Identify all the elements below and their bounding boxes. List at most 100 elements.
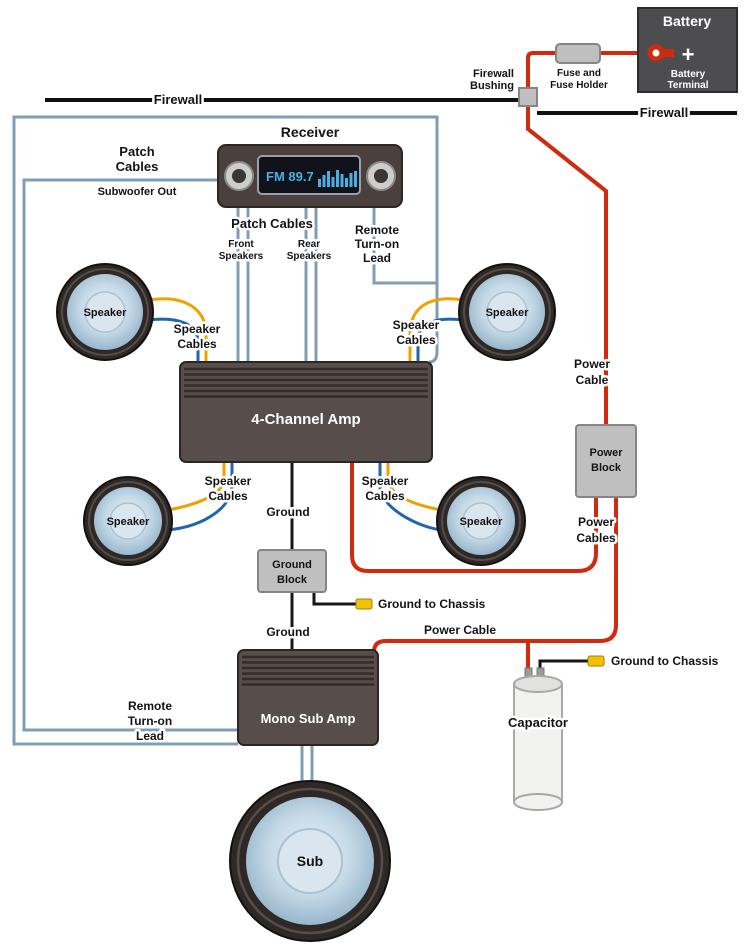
front-speakers-label-2: Speakers: [219, 251, 264, 262]
rear-speakers-label-1: Rear: [298, 239, 320, 250]
power-cable-label-1: Power: [574, 357, 610, 371]
ground-block-label-2: Block: [277, 574, 308, 586]
speaker-rear-left: Speaker: [83, 476, 173, 566]
receiver-label: Receiver: [281, 124, 340, 140]
ground-block-label-1: Ground: [272, 559, 312, 571]
ground-block-body: [257, 549, 327, 593]
ground-block: Ground Block: [257, 549, 327, 593]
display-frequency: FM 89.7: [266, 169, 314, 184]
remote-lead-top-label-3: Lead: [363, 251, 391, 265]
power-block-body: [575, 424, 637, 498]
sub-cap: [277, 828, 343, 894]
ground-to-chassis-wire-1: [312, 592, 356, 606]
speaker-cables-rl-label-2: Cables: [208, 489, 248, 503]
speaker-ring: [88, 481, 168, 561]
receiver: FM 89.7: [217, 144, 403, 208]
speaker-cap: [84, 291, 126, 333]
speaker-cable-rr-orange: [386, 462, 442, 512]
firewall-bushing-label-1: Firewall: [473, 68, 514, 80]
remote-lead-top-label-2: Turn-on: [355, 237, 399, 251]
display-spectrum-icon: [318, 170, 357, 187]
power-cables-label-2: Cables: [576, 531, 616, 545]
four-channel-amp-body: [179, 361, 433, 463]
fuse-label-2: Fuse Holder: [550, 80, 608, 91]
power-block-label-2: Block: [591, 462, 622, 474]
battery: Battery + Battery Terminal: [637, 7, 738, 93]
speaker-cables-fl-label-2: Cables: [177, 337, 217, 351]
speaker-cap: [109, 502, 147, 540]
chassis-connector-icon-1: [355, 598, 373, 610]
speaker-cable-rl-orange: [167, 462, 226, 512]
power-block: Power Block: [575, 424, 637, 498]
sub-label: Sub: [297, 853, 323, 869]
tuning-knob-center: [374, 169, 388, 183]
speaker-label: Speaker: [486, 307, 530, 319]
speaker-cable-fl-blue: [147, 317, 200, 362]
patch-cables-left-label-1: Patch: [119, 144, 154, 159]
remote-turn-on-lead-wire: [12, 115, 439, 746]
speaker-ring: [61, 268, 149, 356]
remote-lead-top-label-1: Remote: [355, 223, 399, 237]
mono-sub-amp: Mono Sub Amp: [237, 649, 379, 746]
plus-sign: +: [682, 42, 695, 67]
firewall-bushing-label-2: Bushing: [470, 80, 514, 92]
battery-terminal-stub: [660, 49, 674, 57]
fuse-holder: [555, 43, 601, 64]
speaker-ring: [463, 268, 551, 356]
remote-lead-bottom-label-2: Turn-on: [128, 714, 172, 728]
speaker-cables-fl-label-1: Speaker: [174, 322, 221, 336]
subwoofer-patch-cable-wire: [22, 178, 238, 732]
capacitor-top: [513, 675, 563, 693]
speaker-cable-fr-orange: [408, 297, 465, 362]
speaker-label: Speaker: [460, 516, 504, 528]
speaker-rear-right: Speaker: [436, 476, 526, 566]
patch-cables-left-label-2: Cables: [116, 159, 159, 174]
capacitor-bottom: [513, 793, 563, 811]
mono-sub-amp-body: [237, 649, 379, 746]
subwoofer: Sub: [229, 780, 391, 942]
speaker-cap: [486, 291, 528, 333]
battery-terminal-label-2: Terminal: [668, 80, 709, 91]
speaker-label: Speaker: [84, 307, 128, 319]
power-cables-label-1: Power: [578, 515, 614, 529]
battery-terminal-label-1: Battery: [671, 69, 706, 80]
remote-lead-bottom-label-3: Lead: [136, 729, 164, 743]
rear-speakers-label-2: Speakers: [287, 251, 332, 262]
speaker-cables-rl-label-1: Speaker: [205, 474, 252, 488]
speaker-cables-rr-label-2: Cables: [365, 489, 405, 503]
remote-lead-bottom-label-1: Remote: [128, 699, 172, 713]
speaker-cable-rr-blue: [378, 462, 442, 532]
power-cable-block-to-4ch-amp: [350, 462, 598, 573]
power-cable-label-2: Cable: [576, 373, 609, 387]
front-speakers-label-1: Front: [228, 239, 254, 250]
mono-sub-amp-fins: [242, 655, 374, 686]
ground-label-1: Ground: [266, 505, 309, 519]
speaker-label: Speaker: [107, 516, 151, 528]
fuse-label-1: Fuse and: [557, 68, 601, 79]
firewall-label-right: Firewall: [640, 105, 688, 120]
remote-lead-branch-to-4ch-amp: [428, 283, 439, 364]
capacitor: Capacitor: [506, 667, 570, 811]
mono-sub-amp-label: Mono Sub Amp: [261, 711, 356, 726]
speaker-front-right: Speaker: [458, 263, 556, 361]
speaker-cable-rl-blue: [167, 462, 234, 532]
power-cable-single-label: Power Cable: [424, 623, 496, 637]
volume-knob-center: [232, 169, 246, 183]
four-channel-amp-label: 4-Channel Amp: [251, 411, 360, 428]
speaker-cables-fr-label-2: Cables: [396, 333, 436, 347]
chassis-connector-icon-2: [587, 655, 605, 667]
capacitor-body: [513, 683, 563, 803]
four-channel-amp-fins: [184, 367, 428, 398]
sub-ring: [236, 787, 384, 935]
speaker-cable-fl-orange: [147, 297, 208, 362]
firewall-label-left: Firewall: [154, 92, 202, 107]
power-cable-block-to-mono-amp: [372, 497, 618, 658]
four-channel-amp: 4-Channel Amp: [179, 361, 433, 463]
battery-title: Battery: [663, 13, 711, 29]
ground-to-chassis-label-2: Ground to Chassis: [611, 654, 719, 668]
firewall-bushing: [518, 87, 538, 107]
ground-label-2: Ground: [266, 625, 309, 639]
power-block-label-1: Power: [589, 447, 623, 459]
